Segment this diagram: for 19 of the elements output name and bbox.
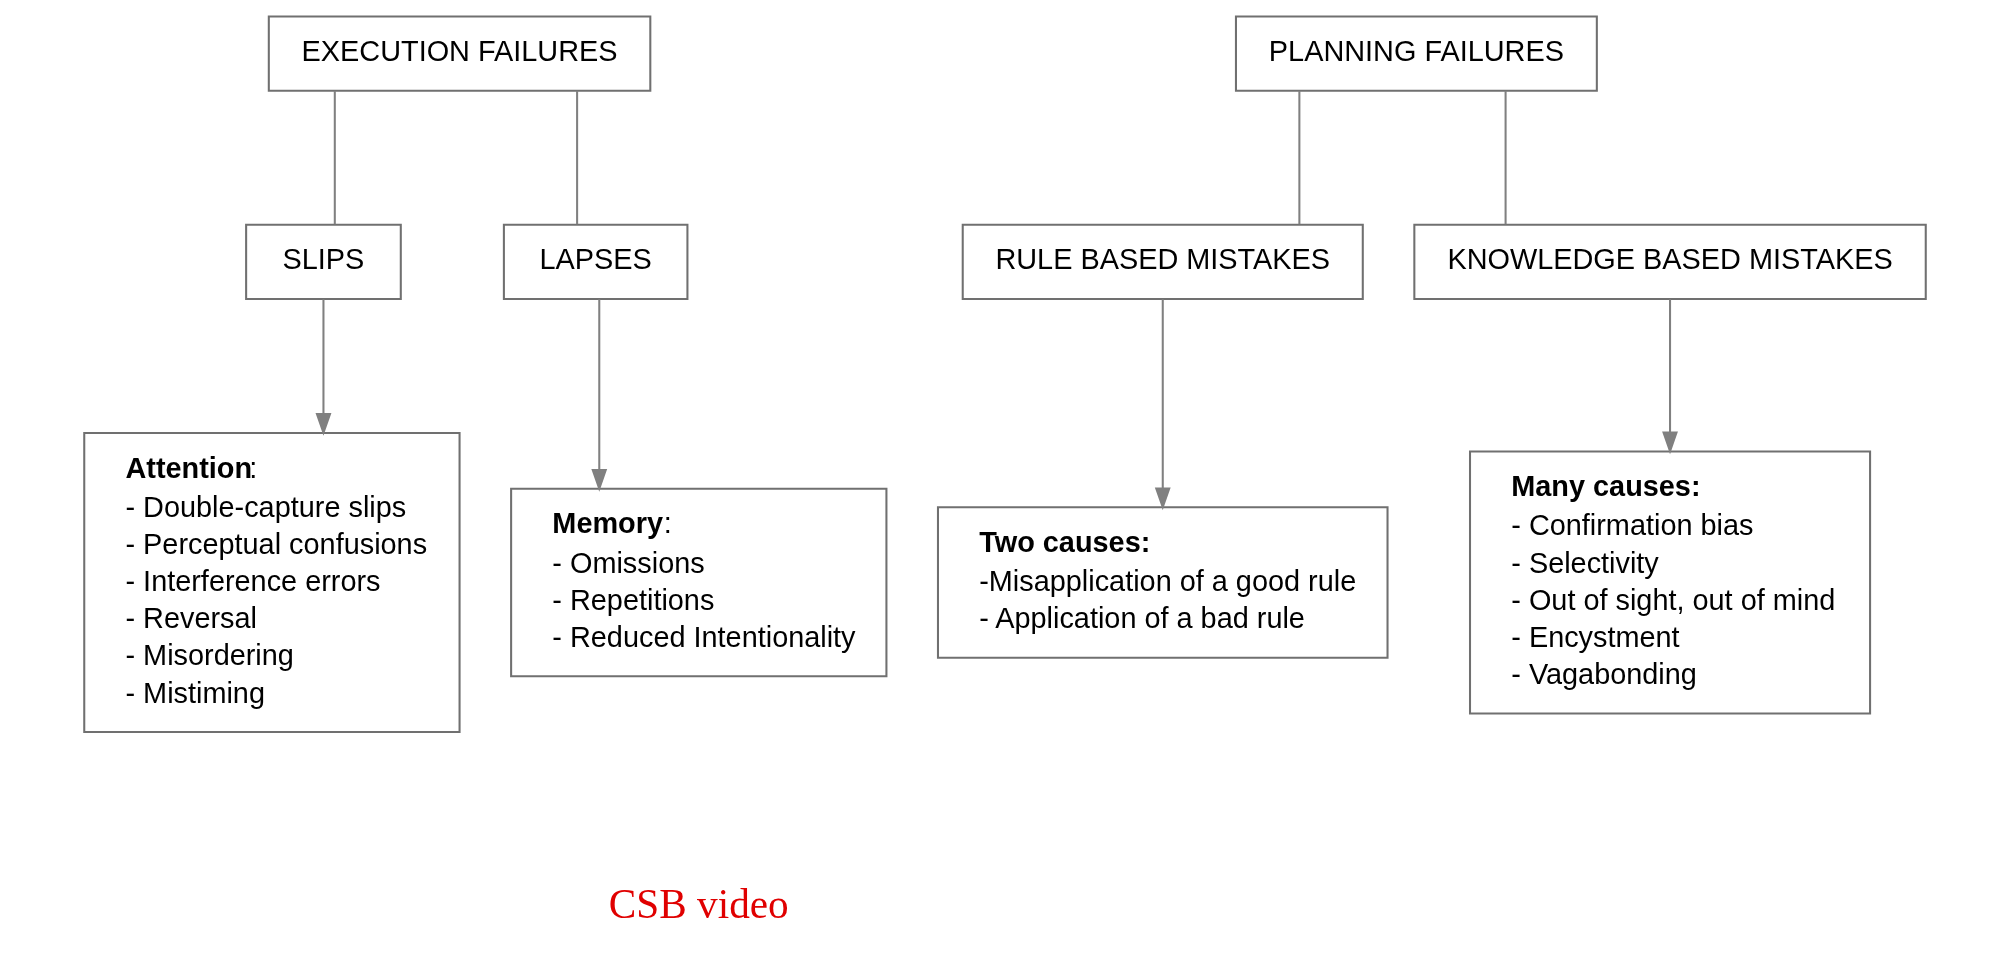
node-box: EXECUTION FAILURES <box>267 15 652 92</box>
node-box: Many causes: - Confirmation bias - Selectivity - Out of sight, out of mind - Encystment - Vagabonding <box>1469 450 1872 715</box>
arrow <box>315 299 332 436</box>
node-box: Attention: - Double-capture slips - Perceptual confusions - Interference errors - Reversal - Misordering - Mistiming <box>83 432 461 734</box>
arrow <box>591 299 608 492</box>
node-box: RULE BASED MISTAKES <box>961 223 1364 300</box>
connector <box>333 90 336 225</box>
connector <box>1298 90 1301 225</box>
node-box: KNOWLEDGE BASED MISTAKES <box>1413 223 1927 300</box>
connector <box>1504 90 1507 225</box>
arrow <box>1662 299 1678 455</box>
node-box: Two causes: -Misapplication of a good rule - Application of a bad rule <box>936 506 1389 659</box>
node-box: Memory: - Omissions - Repetitions - Reduced Intentionality <box>510 487 888 678</box>
label: CSB video <box>608 880 789 927</box>
node-box: SLIPS <box>245 223 402 300</box>
arrow <box>1154 299 1171 511</box>
node-box: LAPSES <box>502 223 689 300</box>
node-box: PLANNING FAILURES <box>1234 15 1598 92</box>
connector <box>576 90 579 225</box>
